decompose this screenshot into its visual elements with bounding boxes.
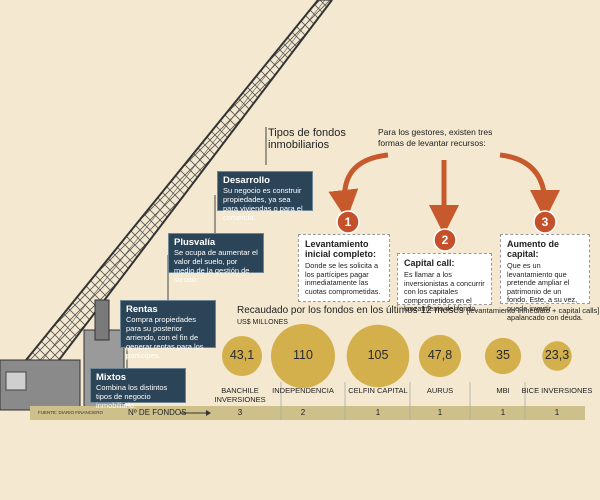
method-box-2: Capital call: Es llamar a los inversioni…	[397, 253, 492, 313]
method-badges	[336, 210, 557, 252]
chart-title: Tipos de fondos inmobiliarios	[268, 127, 346, 151]
type-plusvalia: Plusvalía Se ocupa de aumentar el valor …	[168, 233, 264, 284]
recaudado-note: [levantamiento inmediato + capital calls…	[466, 306, 600, 315]
bubble-6	[542, 341, 572, 371]
recaudado-title: Recaudado por los fondos en los últimos …	[237, 305, 464, 316]
method-badge-1: 1	[344, 215, 352, 229]
bubble-chart	[222, 324, 572, 388]
method-box-1: Levantamiento inicial completo: Donde se…	[298, 234, 390, 302]
bubble-value: 43,1	[229, 348, 255, 362]
fund-count: 1	[554, 408, 560, 417]
bubble-1	[222, 336, 262, 376]
bubble-2	[271, 324, 335, 388]
fund-name: BICE INVERSIONES	[521, 386, 593, 395]
fund-count: 3	[237, 408, 243, 417]
type-label: Mixtos	[96, 372, 127, 383]
fund-count: 2	[300, 408, 306, 417]
method-box-3: Aumento de capital: Que es un levantamie…	[500, 234, 590, 321]
source-note: FUENTE: DIARIO FINANCIERO	[38, 410, 104, 415]
method-arrows	[328, 152, 560, 235]
bubble-value: 110	[293, 348, 313, 362]
bubble-value: 23,3	[544, 348, 570, 362]
bubble-5	[484, 337, 522, 375]
type-desarrollo: Desarrollo Su negocio es construir propi…	[217, 171, 313, 222]
type-mixtos: Mixtos Combina los distintos tipos de ne…	[90, 368, 186, 410]
recaudado-header: Recaudado por los fondos en los últimos …	[237, 305, 600, 316]
method-title: Capital call:	[404, 258, 455, 268]
method-desc: Es llamar a los inversionistas a concurr…	[404, 270, 485, 314]
type-desc: Combina los distintos tipos de negocio i…	[96, 383, 168, 410]
type-label: Rentas	[126, 304, 158, 315]
fund-name: AURUS	[426, 386, 454, 395]
bubble-value: 47,8	[427, 348, 453, 362]
method-desc: Que es un levantamiento que pretende amp…	[507, 261, 583, 322]
bubble-3	[346, 324, 410, 388]
fund-count-bar	[30, 406, 585, 420]
fund-name: MBI	[496, 386, 510, 395]
fund-name: INDEPENDENCIA	[272, 386, 334, 395]
fund-count-label: Nº DE FONDOS	[128, 408, 187, 417]
column-separators	[280, 382, 526, 420]
bubble-4	[418, 334, 462, 378]
fund-count: 1	[375, 408, 381, 417]
gestores-intro: Para los gestores, existen tres formas d…	[378, 127, 493, 148]
method-title: Aumento de capital:	[507, 239, 560, 259]
bubble-value: 105	[367, 348, 389, 362]
method-desc: Donde se les solicita a los partícipes p…	[305, 261, 381, 296]
type-desc: Su negocio es construir propiedades, ya …	[223, 186, 303, 222]
method-badge-2: 2	[441, 233, 449, 247]
fund-count: 1	[500, 408, 506, 417]
type-desc: Compra propiedades para su posterior arr…	[126, 315, 204, 360]
type-rentas: Rentas Compra propiedades para su poster…	[120, 300, 216, 360]
fund-name: BANCHILE INVERSIONES	[214, 386, 266, 404]
bubble-value: 35	[496, 348, 510, 362]
method-badge-3: 3	[541, 215, 549, 229]
fund-name: CELFIN CAPITAL	[348, 386, 408, 395]
type-desc: Se ocupa de aumentar el valor del suelo,…	[174, 248, 258, 284]
fund-count: 1	[437, 408, 443, 417]
method-title: Levantamiento inicial completo:	[305, 239, 377, 259]
unit-label: US$ MILLONES	[237, 319, 288, 326]
type-label: Desarrollo	[223, 175, 270, 186]
type-label: Plusvalía	[174, 237, 216, 248]
